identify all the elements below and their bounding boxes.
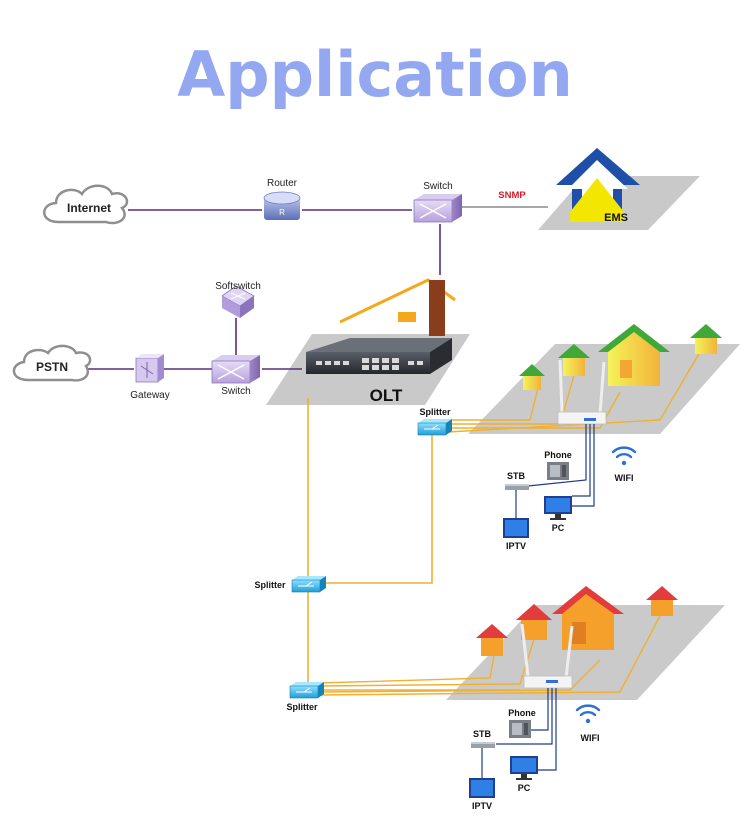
pstn-cloud-icon	[12, 344, 92, 382]
house-icon	[598, 324, 670, 386]
house-icon	[476, 624, 508, 656]
house-icon	[516, 604, 552, 640]
router-icon: R	[263, 191, 301, 220]
monitor-icon	[544, 496, 572, 520]
stb-icon	[505, 484, 529, 490]
home2-houses	[476, 586, 678, 656]
splitter-bottom-label: Splitter	[286, 702, 318, 712]
house-roof-icon	[339, 278, 456, 336]
home1-device-wires	[515, 424, 595, 518]
onu-router-icon	[557, 359, 607, 425]
gateway-icon	[135, 354, 164, 383]
snmp-label: SNMP	[498, 190, 526, 201]
splitter-mid-icon	[291, 576, 326, 593]
wifi-icon	[575, 704, 601, 724]
home1-wifi-label: WIFI	[615, 473, 634, 483]
softswitch-icon	[221, 285, 255, 318]
home1-phone-label: Phone	[544, 450, 572, 460]
house-icon	[552, 586, 624, 650]
fiber-drop-lines-home2	[317, 615, 661, 696]
internet-cloud-icon	[43, 184, 129, 225]
ems-house-arrow-icon	[556, 148, 640, 222]
home1-stb-label: STB	[507, 471, 526, 481]
pstn-label: PSTN	[36, 360, 68, 374]
home2-phone-label: Phone	[508, 708, 536, 718]
home1-platform	[468, 344, 740, 434]
olt-label: OLT	[370, 386, 403, 405]
internet-label: Internet	[67, 201, 111, 215]
page-title: Application	[177, 38, 573, 111]
home2-wifi-label: WIFI	[581, 733, 600, 743]
svg-text:R: R	[279, 208, 285, 217]
stb-icon	[471, 742, 495, 748]
ems-label: EMS	[604, 212, 628, 224]
router-label: Router	[267, 178, 298, 189]
house-icon	[519, 364, 545, 390]
home1-houses	[519, 324, 722, 390]
splitter-top-label: Splitter	[419, 407, 451, 417]
splitter-top-icon	[417, 419, 452, 436]
house-icon	[558, 344, 590, 376]
home2-stb-label: STB	[473, 729, 492, 739]
home1-iptv-label: IPTV	[506, 541, 526, 551]
onu-router-icon	[520, 623, 574, 689]
olt-chassis-icon	[306, 338, 452, 374]
house-icon	[646, 586, 678, 616]
home2-iptv-label: IPTV	[472, 801, 492, 811]
iptv-icon	[469, 778, 495, 798]
switch-top-label: Switch	[423, 181, 452, 192]
gateway-label: Gateway	[130, 390, 169, 401]
wifi-icon	[611, 446, 637, 466]
monitor-icon	[510, 756, 538, 780]
home1-pc-label: PC	[552, 523, 565, 533]
switch-mid-label: Switch	[221, 386, 250, 397]
house-icon	[690, 324, 722, 354]
home2-platform	[446, 605, 725, 700]
switch-mid-icon	[211, 355, 260, 384]
home2-pc-label: PC	[518, 783, 531, 793]
splitter-bottom-icon	[289, 682, 324, 699]
phone-icon	[509, 720, 531, 738]
splitter-mid-label: Splitter	[254, 580, 286, 590]
iptv-icon	[503, 518, 529, 538]
switch-top-icon	[413, 194, 462, 223]
phone-icon	[547, 462, 569, 480]
softswitch-label: Softswitch	[215, 281, 261, 292]
control-links	[86, 209, 441, 370]
home2-device-wires	[481, 688, 557, 778]
